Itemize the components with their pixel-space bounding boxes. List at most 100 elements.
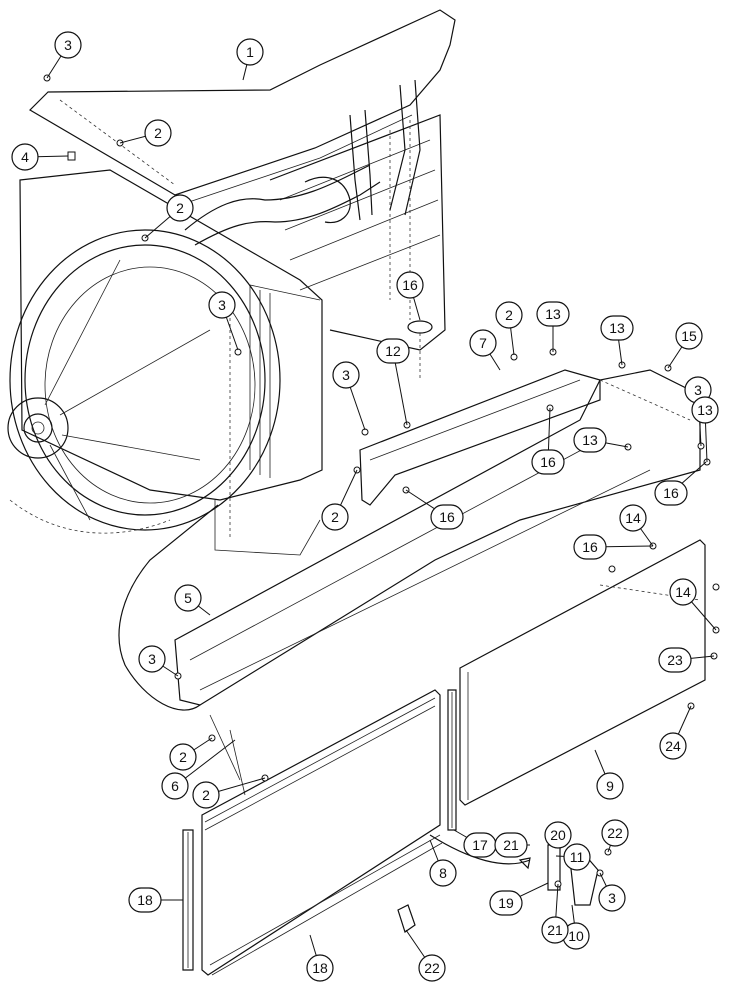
callout-bubble	[166, 194, 194, 222]
callout-number: 15	[681, 328, 697, 344]
callout-number: 2	[331, 509, 339, 525]
callout-16: 16	[405, 489, 464, 530]
callout-8: 8	[429, 839, 457, 887]
callout-number: 12	[385, 343, 401, 359]
callout-bubble	[11, 143, 39, 171]
callout-4: 4	[11, 143, 69, 171]
callout-group: 1222222333333456789101112131313131414151…	[11, 31, 719, 982]
callout-19: 19	[489, 882, 549, 916]
callout-number: 16	[663, 485, 679, 501]
callout-number: 3	[342, 367, 350, 383]
callout-22: 22	[601, 819, 629, 853]
callout-3: 3	[208, 291, 239, 351]
callout-bubble	[654, 480, 688, 506]
callout-number: 11	[570, 849, 585, 865]
callout-bubble	[619, 504, 647, 532]
callout-bubble	[169, 743, 197, 771]
callout-3: 3	[598, 872, 626, 912]
callout-12: 12	[376, 338, 410, 426]
callout-2: 2	[192, 777, 266, 809]
callout-bubble	[669, 578, 697, 606]
callout-number: 16	[439, 509, 455, 525]
callout-bubble	[54, 31, 82, 59]
callout-bubble	[573, 534, 607, 560]
callout-number: 21	[503, 837, 519, 853]
callout-bubble	[531, 449, 565, 475]
callout-13: 13	[536, 301, 570, 352]
callout-bubble	[332, 361, 360, 389]
callout-2: 2	[119, 119, 172, 147]
callout-bubble	[144, 119, 172, 147]
callout-number: 7	[479, 335, 487, 351]
callout-13: 13	[691, 396, 719, 463]
callout-bubble	[396, 271, 424, 299]
callout-bubble	[691, 396, 719, 424]
callout-15: 15	[667, 322, 703, 369]
callout-number: 16	[402, 277, 418, 293]
callout-2: 2	[321, 469, 358, 531]
callout-number: 3	[64, 37, 72, 53]
callout-bubble	[430, 504, 464, 530]
filler-cap	[407, 320, 433, 380]
callout-number: 16	[540, 454, 556, 470]
callout-bubble	[161, 772, 189, 800]
callout-number: 13	[582, 432, 598, 448]
callout-number: 14	[625, 510, 641, 526]
callout-7: 7	[469, 329, 501, 371]
callout-bubble	[138, 645, 166, 673]
callout-number: 2	[176, 200, 184, 216]
callout-number: 24	[665, 738, 681, 754]
callout-bubble	[601, 819, 629, 847]
callout-bubble	[236, 38, 264, 66]
callout-17: 17	[453, 829, 497, 858]
callout-number: 9	[606, 778, 614, 794]
callout-23: 23	[658, 647, 715, 673]
callout-number: 17	[472, 837, 488, 853]
callout-2: 2	[144, 194, 194, 239]
right-screen-panel	[459, 539, 706, 806]
callout-number: 6	[171, 778, 179, 794]
callout-number: 2	[179, 749, 187, 765]
callout-bubble	[174, 584, 202, 612]
lower-side-shield	[174, 369, 701, 706]
callout-14: 14	[669, 578, 717, 631]
callout-3: 3	[332, 361, 366, 431]
callout-1: 1	[236, 38, 264, 81]
callout-6: 6	[161, 739, 236, 800]
coolant-pipes	[184, 79, 421, 246]
callout-bubble	[128, 887, 162, 913]
callout-number: 13	[609, 320, 625, 336]
callout-13: 13	[600, 315, 634, 366]
callout-24: 24	[659, 705, 692, 760]
callout-18: 18	[128, 887, 183, 913]
hardware-bolts	[43, 74, 720, 888]
callout-16: 16	[654, 461, 707, 506]
callout-20: 20	[544, 821, 572, 849]
callout-bubble	[658, 647, 692, 673]
callout-bubble	[306, 954, 334, 982]
callout-number: 13	[545, 306, 561, 322]
seal-strips	[182, 689, 457, 971]
callout-bubble	[376, 338, 410, 364]
callout-bubble	[469, 329, 497, 357]
callout-number: 2	[505, 307, 513, 323]
callout-bubble	[598, 884, 626, 912]
callout-bubble	[573, 427, 607, 453]
callout-number: 10	[568, 928, 584, 944]
left-screen-panel	[201, 689, 443, 976]
callout-3: 3	[46, 31, 82, 79]
radiator-core	[19, 114, 446, 556]
callout-5: 5	[174, 584, 211, 616]
callout-bubble	[563, 843, 591, 871]
callout-9: 9	[594, 749, 624, 800]
callout-number: 3	[694, 382, 702, 398]
callout-bubble	[544, 821, 572, 849]
callout-number: 1	[246, 44, 254, 60]
callout-bubble	[321, 503, 349, 531]
callout-bubble	[675, 322, 703, 350]
callout-number: 2	[202, 787, 210, 803]
callout-number: 20	[550, 827, 566, 843]
callout-bubble	[541, 916, 569, 944]
callout-13: 13	[573, 427, 629, 453]
